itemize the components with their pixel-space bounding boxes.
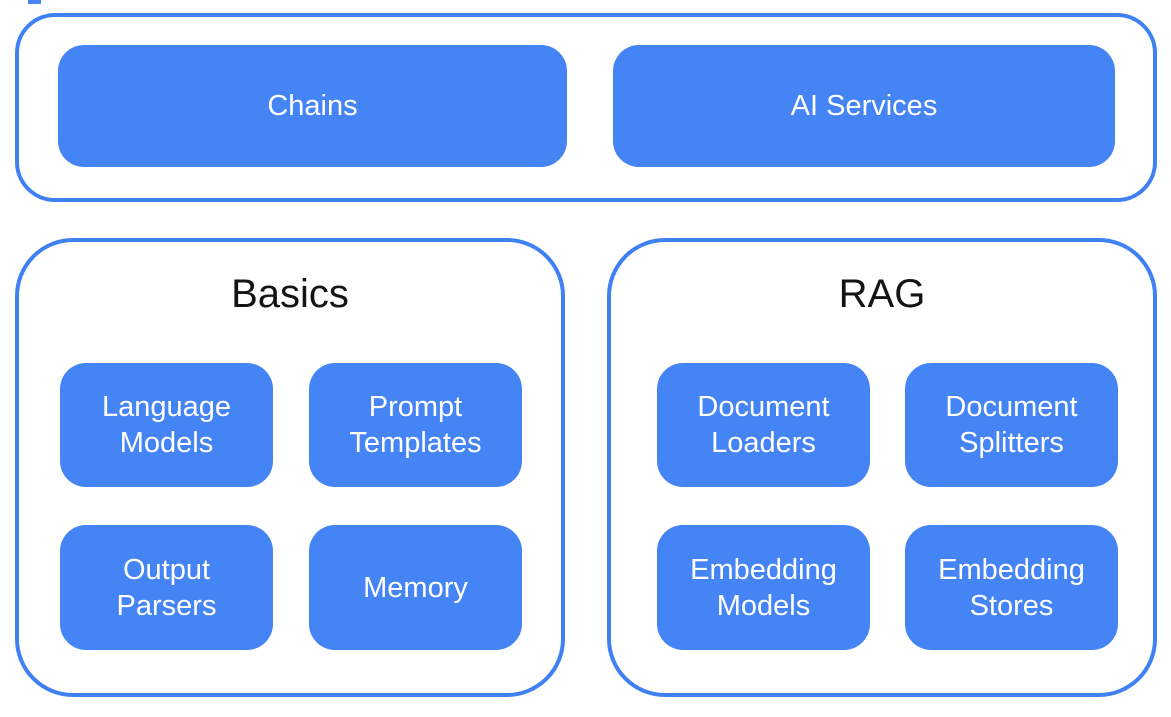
node-label: Prompt Templates: [349, 391, 482, 459]
node-label: AI Services: [790, 90, 938, 122]
node-output-parsers: Output Parsers: [60, 525, 273, 650]
node-document-loaders: Document Loaders: [657, 363, 870, 487]
basics-group-title: Basics: [231, 272, 349, 316]
top-level-group: Chains AI Services: [15, 13, 1157, 202]
cropped-shape-fragment: [28, 0, 41, 4]
node-label: Document Loaders: [697, 391, 830, 459]
node-embedding-stores: Embedding Stores: [905, 525, 1118, 650]
node-embedding-models: Embedding Models: [657, 525, 870, 650]
basics-group: Basics Language Models Prompt Templates …: [15, 238, 565, 697]
node-document-splitters: Document Splitters: [905, 363, 1118, 487]
node-ai-services: AI Services: [613, 45, 1115, 167]
node-chains: Chains: [58, 45, 567, 167]
node-memory: Memory: [309, 525, 522, 650]
node-label: Memory: [363, 571, 468, 604]
node-label: Embedding Stores: [938, 553, 1085, 622]
node-label: Output Parsers: [116, 553, 217, 622]
node-label: Embedding Models: [690, 553, 837, 622]
node-label: Chains: [267, 90, 358, 122]
node-language-models: Language Models: [60, 363, 273, 487]
rag-group-title: RAG: [838, 272, 926, 316]
node-prompt-templates: Prompt Templates: [309, 363, 522, 487]
rag-group: RAG Document Loaders Document Splitters …: [607, 238, 1157, 697]
node-label: Document Splitters: [945, 391, 1078, 459]
node-label: Language Models: [101, 391, 232, 459]
